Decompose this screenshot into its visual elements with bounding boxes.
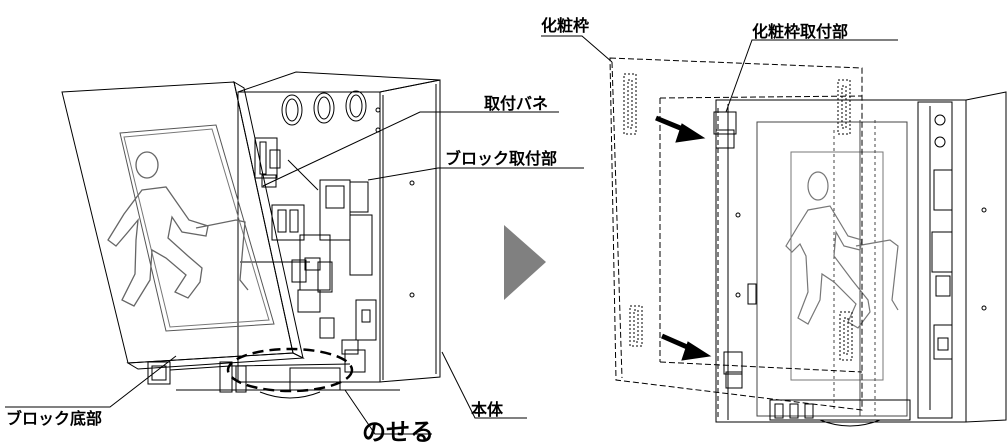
- black-arrows: [655, 115, 712, 361]
- main-body-box: [237, 71, 441, 383]
- right-bottom-base: [716, 399, 966, 427]
- running-figure-pictogram: [107, 151, 249, 307]
- place-label: のせる: [362, 418, 434, 446]
- left-leader-lines: [5, 111, 584, 435]
- right-arrow-icon: [504, 225, 546, 300]
- rear-internal-components: [713, 111, 953, 389]
- frame-mount-label: 化粧枠取付部: [752, 22, 849, 41]
- block-bottom-label: ブロック底部: [6, 409, 103, 428]
- frame-hooks: [623, 73, 853, 361]
- tilted-sign-panel: [61, 80, 305, 370]
- decorative-frame-label: 化粧枠: [541, 16, 590, 35]
- left-figure: [5, 71, 584, 435]
- knockout-holes: [281, 90, 367, 126]
- mounting-spring-label: 取付バネ: [484, 94, 549, 113]
- decorative-frame-outline: [609, 57, 863, 411]
- dashed-ellipse: [226, 347, 354, 393]
- rear-body-box: [715, 91, 1007, 423]
- internal-components: [240, 137, 377, 355]
- inner-sign-panel: [756, 120, 908, 417]
- body-label: 本体: [471, 400, 504, 419]
- right-leader-lines: [541, 35, 898, 113]
- right-running-figure: [785, 171, 899, 329]
- block-mount-label: ブロック取付部: [445, 149, 558, 168]
- right-figure: [541, 35, 1007, 427]
